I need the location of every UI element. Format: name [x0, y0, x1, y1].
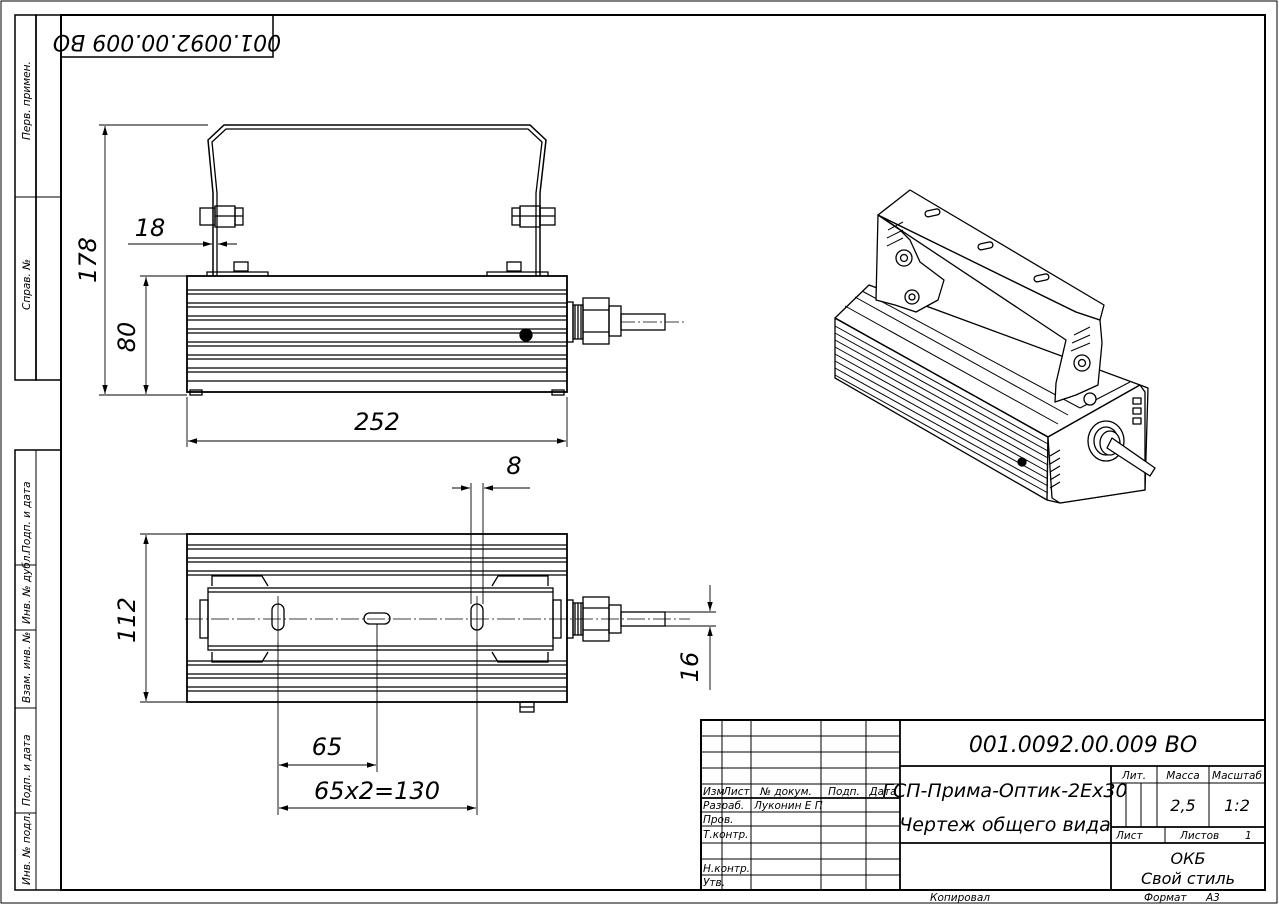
side-stamp [14, 14, 62, 891]
isometric-view [834, 189, 1156, 504]
dim-112: 112 [113, 597, 141, 643]
mass-label: Масса [1166, 770, 1199, 782]
side-podp-data-1: Подп. и дата [21, 481, 33, 553]
mass-value: 2,5 [1170, 796, 1195, 815]
title-designation: 001.0092.00.009 ВО [969, 733, 1197, 758]
format-value: А3 [1205, 892, 1220, 904]
inverted-designation-box [60, 14, 274, 58]
hdr-list: Лист [722, 786, 750, 798]
hdr-doc-no: № докум. [759, 786, 812, 798]
scale-value: 1:2 [1224, 796, 1250, 815]
dim-65x2-130: 65х2=130 [314, 777, 440, 805]
dim-178: 178 [74, 237, 102, 283]
hdr-date: Дата [868, 786, 896, 798]
side-inv-podl: Инв. № подл. [21, 813, 33, 885]
row-utv: Утв. [703, 877, 725, 889]
hdr-sign: Подп. [828, 786, 860, 798]
sheet-label: Лист [1115, 830, 1143, 842]
developer-name: Луконин Е П [753, 800, 823, 812]
dim-8: 8 [506, 452, 521, 480]
copied-label: Копировал [930, 892, 990, 904]
title-product-name: ГСП-Прима-Оптик-2Ex30 [882, 780, 1127, 802]
top-view-dimensions [140, 483, 716, 815]
org-line-2: Свой стиль [1141, 869, 1235, 888]
org-line-1: ОКБ [1171, 849, 1206, 868]
inverted-designation: 001.0092.00.009 ВО [53, 29, 281, 54]
dim-16: 16 [676, 652, 704, 683]
format-label: Формат [1144, 892, 1187, 904]
dim-252: 252 [354, 408, 400, 436]
side-sprav-no: Справ. № [21, 259, 33, 310]
lit-label: Лит. [1121, 770, 1146, 782]
dim-65: 65 [312, 733, 343, 761]
sheets-count: 1 [1245, 830, 1252, 842]
hdr-izm: Изм [703, 786, 724, 798]
side-inv-dubl: Инв. № дубл. [21, 552, 33, 624]
sheets-label: Листов [1179, 830, 1219, 842]
scale-label: Масштаб [1212, 770, 1262, 782]
side-perv-primen: Перв. примен. [21, 61, 33, 140]
title-block [700, 719, 1266, 891]
side-podp-data-2: Подп. и дата [21, 734, 33, 806]
row-prov: Пров. [703, 814, 734, 826]
front-view-dimensions [99, 124, 568, 447]
row-nkontr: Н.контр. [703, 863, 750, 875]
row-razrab: Разраб. [703, 800, 744, 812]
dim-18: 18 [135, 214, 166, 242]
front-view [186, 124, 685, 396]
title-drawing-type: Чертеж общего вида [899, 814, 1111, 836]
top-view [185, 533, 690, 713]
dim-80: 80 [113, 322, 141, 353]
row-tkontr: Т.контр. [703, 829, 749, 841]
side-vzam-inv: Взам. инв. № [21, 632, 33, 703]
